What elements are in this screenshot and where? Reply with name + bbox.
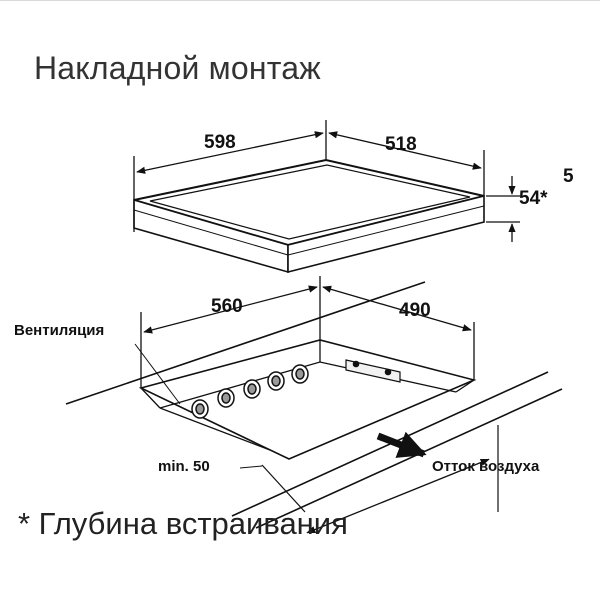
air-outflow-label: Отток воздуха	[432, 458, 540, 475]
hob-right-edge	[287, 194, 485, 274]
air-outflow-arrow	[376, 431, 427, 458]
hob-height-label: 54*	[519, 188, 548, 209]
hob-dimensions	[133, 120, 520, 242]
dim-line-518	[328, 131, 482, 170]
depth-footnote: * Глубина встраивания	[18, 506, 348, 541]
ventilation-vents	[191, 364, 309, 419]
hob-width-label: 598	[204, 132, 236, 153]
dim-line-490	[322, 285, 472, 332]
dim-line-min50	[306, 458, 490, 534]
hob-frame-label: 5	[563, 166, 574, 187]
ventilation-leader	[134, 343, 181, 405]
dim-line-560	[143, 285, 318, 334]
hob-drawing	[133, 158, 485, 274]
cutout-depth-label: 490	[399, 300, 431, 321]
min-gap-label: min. 50	[158, 458, 210, 475]
hob-depth-label: 518	[385, 134, 417, 155]
top-divider	[0, 0, 600, 1]
mount-bracket	[345, 359, 401, 383]
hob-glass-inner	[149, 164, 471, 240]
dim-line-598	[136, 131, 324, 174]
ventilation-label: Вентиляция	[14, 322, 105, 339]
cutout-dimensions	[134, 276, 499, 534]
diagram-title: Накладной монтаж	[34, 50, 321, 86]
cutout-width-label: 560	[211, 296, 243, 317]
